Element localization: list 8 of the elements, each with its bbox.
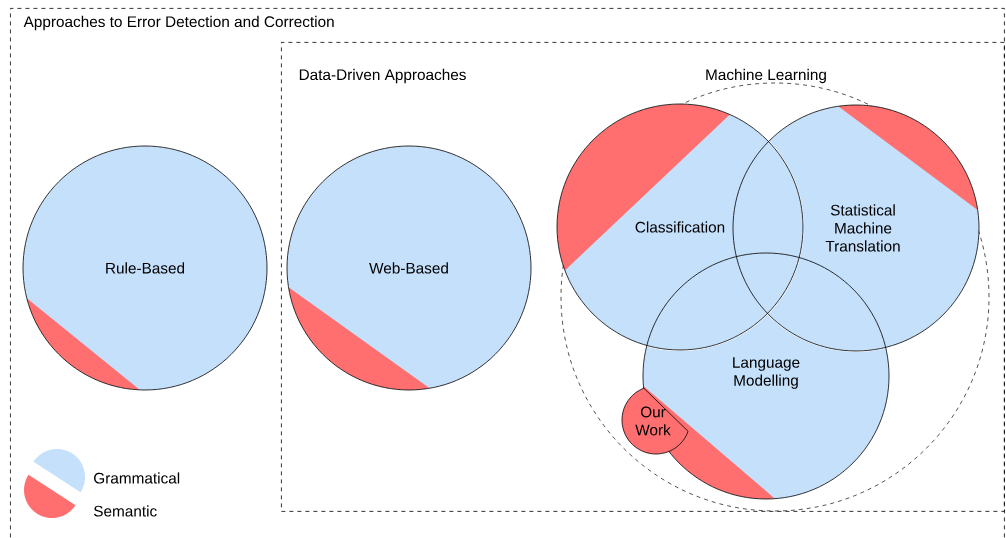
frame-heading: Data-Driven Approaches <box>299 68 466 84</box>
node-label: Classification <box>635 221 725 233</box>
frame-heading: Approaches to Error Detection and Correction <box>23 15 334 31</box>
legend-label: Grammatical <box>94 472 180 484</box>
legend-label: Semantic <box>93 505 157 517</box>
node-label: Language Modelling <box>733 357 800 389</box>
circle-heading: Machine Learning <box>706 68 826 84</box>
node-label: Statistical Machine Translation <box>825 204 900 252</box>
